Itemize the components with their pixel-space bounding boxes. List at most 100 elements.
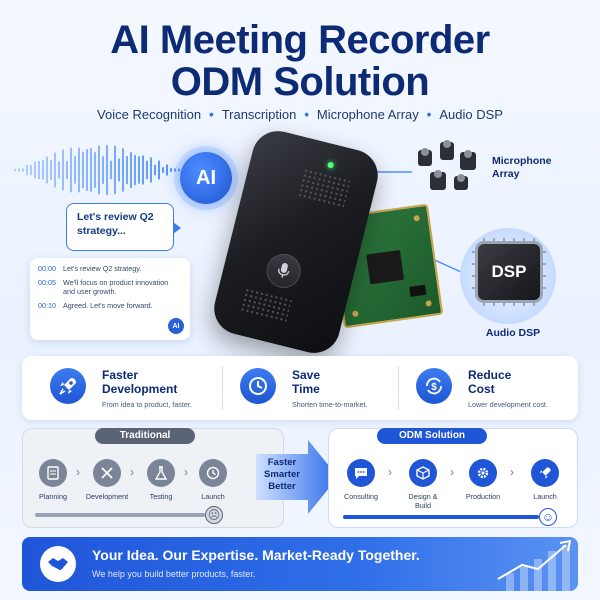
traditional-step-launch: Launch — [189, 459, 237, 501]
wave-bar — [134, 154, 136, 186]
wave-bar — [22, 167, 24, 173]
feature-voice-recognition: Voice Recognition — [97, 107, 202, 122]
wave-bar — [74, 156, 76, 184]
progress-track — [35, 513, 205, 517]
benefit-desc: Shorten time-to-market. — [292, 400, 368, 409]
speaker-grille — [239, 287, 293, 324]
step-label: Testing — [149, 492, 173, 501]
flask-icon — [147, 459, 175, 487]
wave-bar — [114, 145, 116, 195]
odm-process-panel: ODM Solution Consulting › Design & Build… — [328, 428, 578, 528]
feature-separator: • — [304, 107, 309, 122]
step-label: Consulting — [344, 492, 378, 501]
benefit-title: Reduce Cost — [468, 368, 512, 396]
rocket-icon — [50, 368, 86, 404]
feature-separator: • — [426, 107, 432, 122]
dsp-chip-pins — [472, 238, 546, 306]
status-led — [326, 161, 335, 169]
wave-bar — [102, 156, 104, 184]
traditional-process-panel: Traditional Planning › Development › Tes… — [22, 428, 284, 528]
wave-bar — [158, 160, 160, 180]
clock-icon — [199, 459, 227, 487]
document-icon — [39, 459, 67, 487]
odm-step-launch: Launch — [521, 459, 569, 501]
step-label: Production — [465, 492, 501, 501]
transcript-text: We'll focus on product innovation and us… — [63, 278, 169, 296]
odm-step-production: Production — [459, 459, 507, 501]
growth-chart-icon — [497, 539, 572, 591]
step-label: Development — [85, 492, 129, 501]
transcript-row: 00:05 We'll focus on product innovation … — [38, 278, 182, 296]
sound-wave-graphic — [14, 144, 188, 196]
traditional-step-planning: Planning — [29, 459, 77, 501]
dsp-label: Audio DSP — [485, 327, 541, 339]
divider — [398, 366, 399, 410]
benefit-title: Save Time — [292, 368, 321, 396]
wave-bar — [166, 164, 168, 176]
transcript-ai-icon: AI — [168, 318, 184, 334]
handshake-icon — [40, 546, 76, 582]
clock-icon — [240, 368, 276, 404]
pcb-component — [409, 284, 427, 297]
pcb-pad — [351, 310, 359, 318]
sad-face-icon: ☹ — [205, 506, 223, 524]
wave-bar — [118, 158, 120, 182]
feature-list: Voice Recognition•Transcription•Micropho… — [0, 107, 600, 122]
footer-title: Your Idea. Our Expertise. Market-Ready T… — [92, 547, 420, 563]
odm-label: ODM Solution — [377, 428, 487, 444]
footer-subtitle: We help you build better products, faste… — [92, 569, 256, 579]
benefit-desc: Lower development cost. — [468, 400, 548, 409]
wave-bar — [58, 161, 60, 179]
step-label: Launch — [533, 492, 557, 501]
microphone-array-label: Microphone Array — [492, 155, 556, 181]
wave-bar — [178, 168, 180, 172]
divider — [222, 366, 223, 410]
svg-text:$: $ — [431, 382, 437, 393]
odm-step-consulting: Consulting — [337, 459, 385, 501]
pcb-pad — [425, 300, 433, 307]
transcript-time: 00:05 — [38, 278, 56, 287]
wave-bar — [162, 166, 164, 174]
transcript-row: 00:00 Let's review Q2 strategy. — [38, 264, 182, 273]
wave-bar — [70, 147, 72, 193]
wave-bar — [170, 167, 172, 173]
odm-step-design-build: Design & Build — [399, 459, 447, 510]
wave-bar — [46, 156, 48, 184]
page-title-line1: AI Meeting Recorder — [110, 18, 490, 62]
chat-icon — [347, 459, 375, 487]
wave-bar — [86, 148, 88, 192]
wave-bar — [138, 156, 140, 184]
wave-bar — [42, 160, 44, 180]
wave-bar — [126, 155, 128, 185]
benefit-reduce-cost: $ Reduce Cost Lower development cost. — [406, 356, 586, 420]
step-label: Launch — [201, 492, 225, 501]
page-title-line2: ODM Solution — [170, 60, 430, 104]
chevron-right-icon: › — [388, 465, 392, 479]
cube-icon — [409, 459, 437, 487]
wave-bar — [94, 151, 96, 189]
pcb-chip — [366, 249, 405, 285]
traditional-step-development: Development — [83, 459, 131, 501]
wave-bar — [110, 160, 112, 180]
rocket-icon — [531, 459, 559, 487]
transcript-time: 00:00 — [38, 264, 56, 273]
progress-track — [343, 515, 539, 519]
wave-bar — [106, 144, 108, 196]
speech-bubble: Let's review Q2 strategy... — [66, 203, 181, 251]
wave-bar — [50, 159, 52, 181]
transcript-card: 00:00 Let's review Q2 strategy. 00:05 We… — [30, 258, 190, 340]
mic-label-text: Microphone Array — [492, 155, 552, 180]
transcript-row: 00:10 Agreed. Let's move forward. — [38, 301, 182, 310]
speaker-grille — [296, 167, 351, 209]
step-label: Design & Build — [408, 492, 438, 510]
step-label: Planning — [39, 492, 67, 501]
chevron-right-icon: › — [130, 465, 134, 479]
wave-bar — [142, 155, 144, 185]
microphone-icon — [263, 250, 305, 292]
tools-icon — [93, 459, 121, 487]
wave-bar — [150, 157, 152, 183]
wave-bar — [122, 148, 124, 192]
recorder-device-image — [208, 125, 384, 359]
feature-microphone-array: Microphone Array — [316, 107, 419, 122]
benefit-desc: From idea to product, faster. — [102, 400, 192, 409]
